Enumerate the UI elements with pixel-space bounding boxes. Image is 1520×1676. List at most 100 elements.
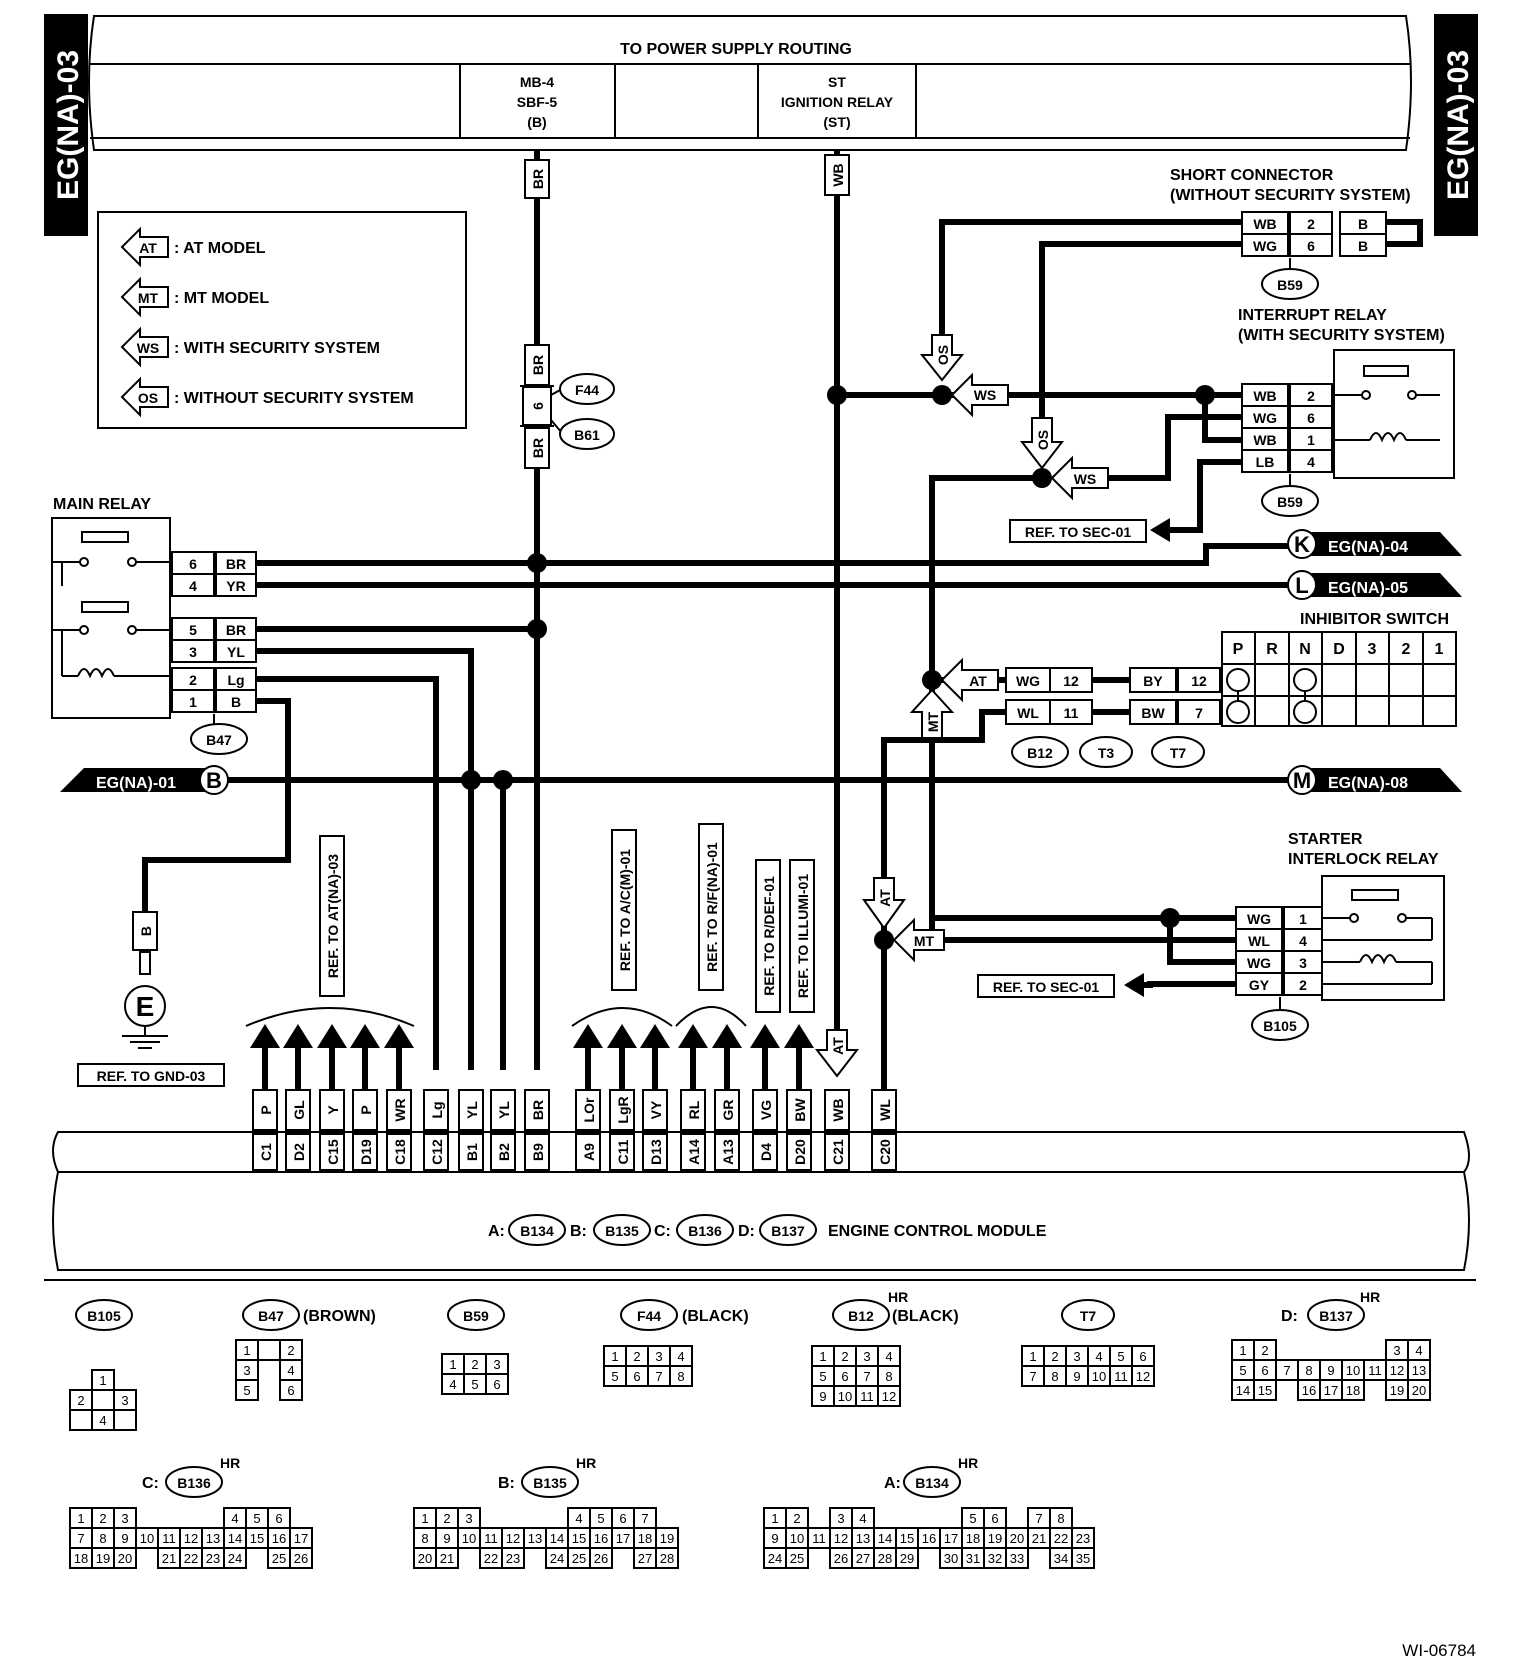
svg-text:19: 19 — [96, 1551, 110, 1566]
svg-text:BR: BR — [530, 169, 546, 189]
svg-text:12: 12 — [184, 1531, 198, 1546]
ref-sec-01-bottom: REF. TO SEC-01 — [977, 973, 1144, 998]
svg-text:6: 6 — [841, 1369, 848, 1384]
ecm: A: B134 B: B135 C: B136 D: B137 ENGINE C… — [52, 1131, 1470, 1271]
svg-text:B61: B61 — [574, 427, 600, 443]
svg-text:18: 18 — [966, 1531, 980, 1546]
svg-text:3: 3 — [121, 1511, 128, 1526]
svg-text:26: 26 — [834, 1551, 848, 1566]
svg-text:10: 10 — [462, 1531, 476, 1546]
svg-text:AT: AT — [877, 889, 893, 907]
svg-text:2: 2 — [793, 1511, 800, 1526]
svg-text:MAIN RELAY: MAIN RELAY — [53, 496, 151, 513]
svg-text:HR: HR — [1360, 1289, 1380, 1305]
svg-text:B: B — [206, 768, 222, 793]
svg-text:9: 9 — [1073, 1369, 1080, 1384]
svg-text:YL: YL — [464, 1101, 480, 1119]
svg-text:34: 34 — [1054, 1551, 1068, 1566]
svg-text:(ST): (ST) — [823, 114, 850, 130]
svg-text:BR: BR — [530, 438, 546, 458]
power-title: TO POWER SUPPLY ROUTING — [620, 41, 852, 58]
svg-text:6: 6 — [991, 1511, 998, 1526]
svg-text:2: 2 — [471, 1357, 478, 1372]
svg-text:3: 3 — [493, 1357, 500, 1372]
svg-text:2: 2 — [633, 1349, 640, 1364]
svg-text:2: 2 — [1307, 388, 1315, 404]
svg-text:MT: MT — [914, 933, 935, 949]
svg-text:6: 6 — [619, 1511, 626, 1526]
svg-text:11: 11 — [484, 1531, 498, 1546]
svg-text:(B): (B) — [527, 114, 546, 130]
svg-text:EG(NA)-05: EG(NA)-05 — [1328, 580, 1408, 597]
svg-text:ST: ST — [828, 74, 846, 90]
svg-text:12: 12 — [1191, 673, 1207, 689]
svg-text:3: 3 — [837, 1511, 844, 1526]
svg-text:7: 7 — [1283, 1363, 1290, 1378]
svg-text:1: 1 — [1239, 1343, 1246, 1358]
svg-text:10: 10 — [140, 1531, 154, 1546]
svg-text:6: 6 — [530, 402, 546, 410]
svg-text:5: 5 — [819, 1369, 826, 1384]
svg-text:19: 19 — [1390, 1383, 1404, 1398]
svg-text:20: 20 — [1010, 1531, 1024, 1546]
svg-text:EG(NA)-04: EG(NA)-04 — [1328, 539, 1408, 556]
svg-text:B12: B12 — [1027, 745, 1053, 761]
svg-text:C21: C21 — [830, 1139, 846, 1165]
svg-text:1: 1 — [1029, 1349, 1036, 1364]
svg-text:3: 3 — [1299, 955, 1307, 971]
svg-text:2: 2 — [1299, 977, 1307, 993]
svg-text:31: 31 — [966, 1551, 980, 1566]
svg-text:Lg: Lg — [227, 672, 244, 688]
svg-text:K: K — [1294, 532, 1310, 557]
svg-text:: MT MODEL: : MT MODEL — [174, 290, 269, 307]
svg-text:5: 5 — [1117, 1349, 1124, 1364]
mt-arrow-left: MT — [892, 917, 945, 963]
svg-text:21: 21 — [440, 1551, 454, 1566]
svg-text:16: 16 — [1302, 1383, 1316, 1398]
svg-text:2: 2 — [99, 1511, 106, 1526]
svg-text:10: 10 — [790, 1531, 804, 1546]
svg-text:C1: C1 — [258, 1143, 274, 1161]
inhibitor-switch: INHIBITOR SWITCH AT WG 12 WL 11 BY 12 BW… — [881, 611, 1457, 940]
svg-text:(BLACK): (BLACK) — [892, 1308, 959, 1325]
svg-text:11: 11 — [1368, 1363, 1382, 1378]
svg-text:5: 5 — [243, 1383, 250, 1398]
svg-text:14: 14 — [1236, 1383, 1250, 1398]
svg-text:A9: A9 — [581, 1143, 597, 1161]
svg-text:WB: WB — [830, 1098, 846, 1121]
svg-text:23: 23 — [1076, 1531, 1090, 1546]
svg-text:12: 12 — [1390, 1363, 1404, 1378]
svg-text:WG: WG — [1253, 410, 1277, 426]
svg-text:D19: D19 — [358, 1139, 374, 1165]
svg-text:1: 1 — [421, 1511, 428, 1526]
svg-text:26: 26 — [294, 1551, 308, 1566]
svg-text:MB-4: MB-4 — [520, 74, 554, 90]
svg-text:WS: WS — [137, 340, 160, 356]
svg-text:AT: AT — [969, 673, 987, 689]
svg-text:3: 3 — [655, 1349, 662, 1364]
svg-text:T3: T3 — [1098, 745, 1115, 761]
svg-text:P: P — [1233, 641, 1244, 658]
offpage-k: K EG(NA)-04 — [1287, 529, 1462, 559]
svg-text:C11: C11 — [615, 1139, 631, 1164]
svg-text:11: 11 — [1064, 705, 1079, 721]
svg-text:21: 21 — [162, 1551, 176, 1566]
power-supply-bar: TO POWER SUPPLY ROUTING MB-4 SBF-5 (B) S… — [88, 15, 1412, 151]
svg-text:9: 9 — [1327, 1363, 1334, 1378]
svg-text:9: 9 — [771, 1531, 778, 1546]
svg-text:WL: WL — [1017, 705, 1039, 721]
st-feed: WB — [824, 150, 1205, 1060]
svg-text:4: 4 — [231, 1511, 238, 1526]
connector-view-f44: F44 (BLACK) — [620, 1299, 749, 1331]
svg-text:VY: VY — [648, 1100, 664, 1119]
svg-text:T7: T7 — [1080, 1308, 1097, 1324]
